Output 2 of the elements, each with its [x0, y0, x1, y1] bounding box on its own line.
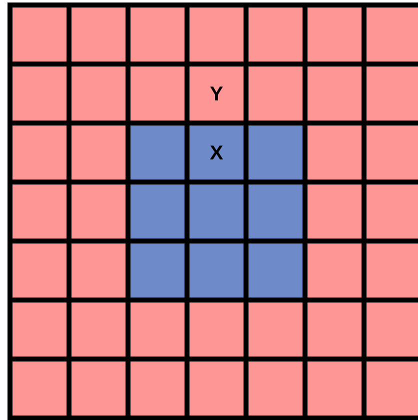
cell-letter: Y	[210, 86, 223, 100]
cell-letter: X	[210, 146, 223, 160]
